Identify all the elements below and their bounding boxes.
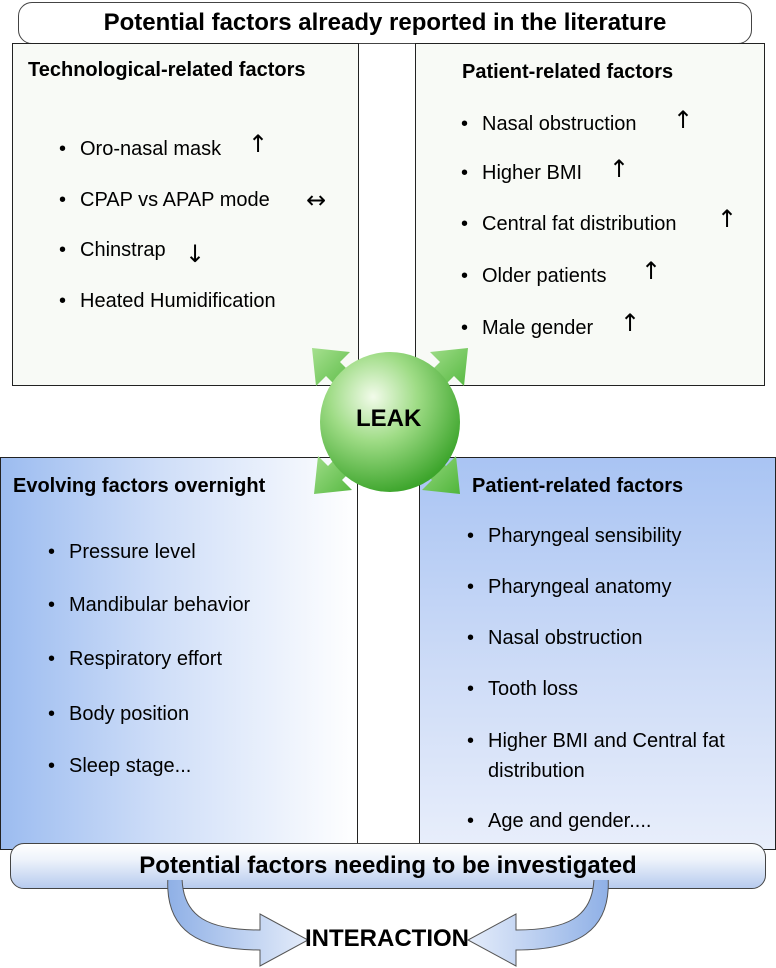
up-arrow-icon: ↑	[717, 205, 738, 233]
bullet: •	[48, 594, 56, 616]
list-item-text: Higher BMI	[482, 162, 583, 184]
list-item-text: Tooth loss	[488, 678, 579, 700]
patient-factors-investigate-panel	[419, 457, 776, 850]
list-item-text: Heated Humidification	[80, 290, 276, 312]
list-item-text: Pressure level	[69, 541, 196, 563]
list-item-text: Sleep stage...	[69, 755, 192, 777]
list-item-text: Pharyngeal sensibility	[488, 525, 682, 547]
down-arrow-icon: ↓	[185, 240, 206, 268]
bullet: •	[467, 576, 475, 598]
bullet: •	[48, 703, 56, 725]
patient-factors-investigate-heading: Patient-related factors	[472, 475, 684, 497]
bullet: •	[48, 648, 56, 670]
list-item-text: Oro-nasal mask	[80, 138, 222, 160]
patient-factors-reported-heading: Patient-related factors	[462, 61, 674, 83]
up-arrow-icon: ↑	[673, 106, 694, 134]
bullet: •	[461, 113, 469, 135]
list-item-text: Chinstrap	[80, 239, 166, 261]
bullet: •	[461, 265, 469, 287]
list-item-text: Pharyngeal anatomy	[488, 576, 672, 598]
up-arrow-icon: ↑	[641, 257, 662, 285]
bullet: •	[461, 317, 469, 339]
bullet: •	[467, 810, 475, 832]
bullet: •	[48, 755, 56, 777]
interaction-arrows-graphic	[167, 880, 609, 967]
bottom-banner: Potential factors needing to be investig…	[10, 843, 766, 889]
leak-sphere	[320, 352, 460, 492]
list-item-text: Respiratory effort	[69, 648, 223, 670]
bullet: •	[59, 189, 67, 211]
technological-factors-panel	[12, 43, 359, 386]
bullet: •	[59, 239, 67, 261]
left-right-arrow-icon: ↔	[306, 186, 327, 214]
bullet: •	[461, 213, 469, 235]
technological-factors-heading: Technological-related factors	[28, 59, 306, 81]
evolving-factors-heading: Evolving factors overnight	[13, 475, 266, 497]
list-item-text: Body position	[69, 703, 190, 725]
bullet: •	[467, 678, 475, 700]
bullet: •	[48, 541, 56, 563]
list-item-text: CPAP vs APAP mode	[80, 189, 270, 211]
list-item-text: Age and gender....	[488, 810, 652, 832]
bullet: •	[59, 290, 67, 312]
curved-arrow-left-icon	[466, 880, 609, 967]
bullet: •	[467, 525, 475, 547]
top-banner: Potential factors already reported in th…	[18, 2, 752, 44]
list-item-text: Mandibular behavior	[69, 594, 251, 616]
list-item-text: Nasal obstruction	[482, 113, 637, 135]
bullet: •	[467, 627, 475, 649]
bullet: •	[467, 730, 475, 752]
list-item-text: Higher BMI and Central fat distribution	[488, 730, 725, 782]
up-arrow-icon: ↑	[620, 309, 641, 337]
list-item-text: Nasal obstruction	[488, 627, 643, 649]
list-item-text: Male gender	[482, 317, 594, 339]
bullet: •	[59, 138, 67, 160]
leak-label: LEAK	[356, 405, 422, 432]
curved-arrow-right-icon	[167, 880, 310, 967]
patient-factors-reported-panel	[415, 43, 765, 386]
interaction-label: INTERACTION	[305, 925, 469, 952]
up-arrow-icon: ↑	[248, 130, 269, 158]
list-item-text: Older patients	[482, 265, 607, 287]
bottom-banner-title: Potential factors needing to be investig…	[139, 852, 637, 879]
top-banner-title: Potential factors already reported in th…	[103, 9, 667, 36]
list-item-text: Central fat distribution	[482, 213, 677, 235]
bullet: •	[461, 162, 469, 184]
leak-hub-graphic	[312, 348, 468, 494]
up-arrow-icon: ↑	[609, 155, 630, 183]
